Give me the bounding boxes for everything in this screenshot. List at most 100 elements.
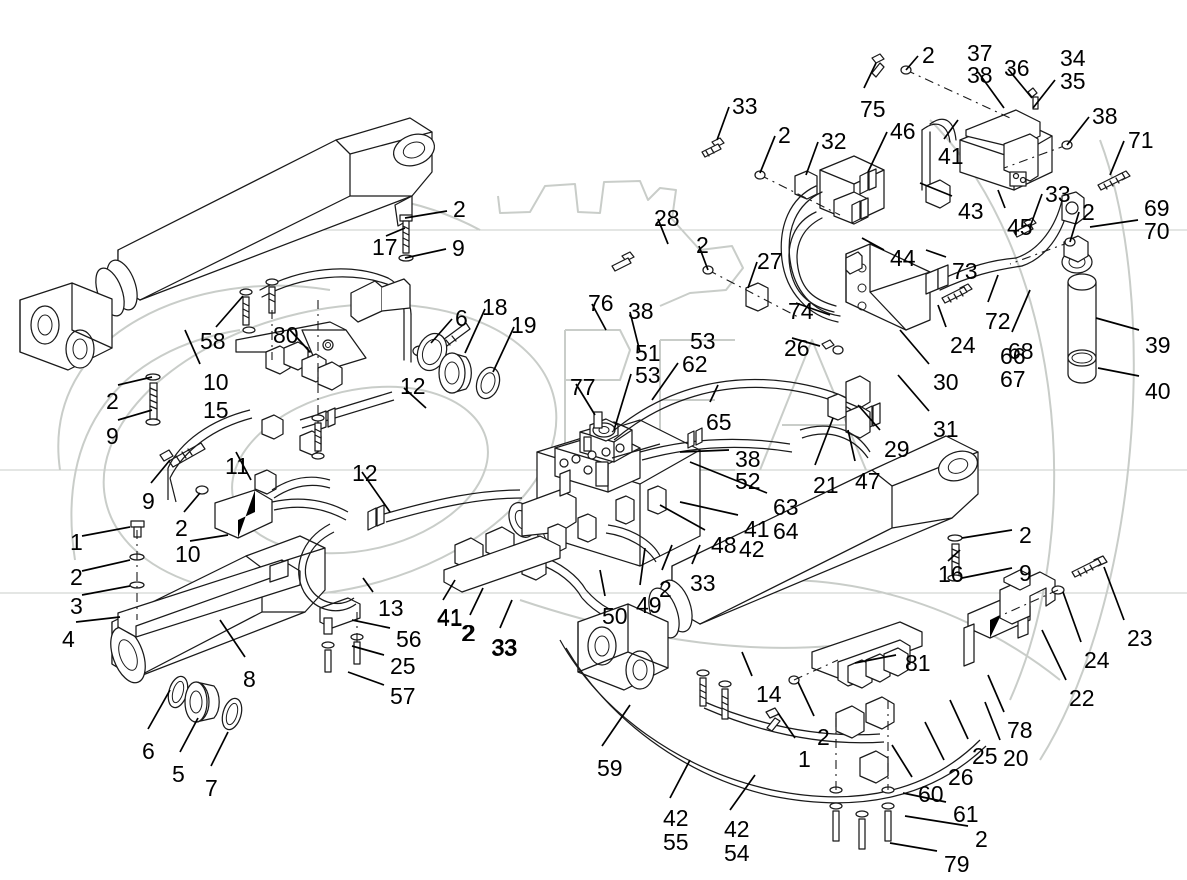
leader-line-2 <box>183 492 201 513</box>
leader-line-24 <box>937 304 947 328</box>
callout-44: 44 <box>890 245 916 271</box>
right-upper-assembly <box>745 109 1097 384</box>
callout-2: 2 <box>659 576 672 602</box>
callout-38: 38 <box>735 446 761 472</box>
leader-line-3 <box>81 585 131 596</box>
callout-68: 68 <box>1008 338 1034 364</box>
callout-23: 23 <box>1127 625 1153 651</box>
callout-72: 72 <box>985 308 1011 334</box>
right-lower-hardware <box>319 534 1108 850</box>
callout-55: 55 <box>663 829 689 855</box>
leader-line-2 <box>797 681 815 717</box>
callout-2: 2 <box>453 196 466 222</box>
callout-9: 9 <box>142 488 155 514</box>
leader-line-32 <box>805 141 819 176</box>
callout-20: 20 <box>1003 745 1029 771</box>
callout-50: 50 <box>602 603 628 629</box>
callout-65: 65 <box>706 409 732 435</box>
callout-66: 66 <box>1000 343 1026 369</box>
leader-line-50 <box>599 569 606 597</box>
leader-line-68 <box>1011 289 1031 333</box>
leader-line-33 <box>716 106 730 141</box>
callout-5: 5 <box>172 761 185 787</box>
callout-42: 42 <box>739 536 765 562</box>
leader-line-2 <box>469 587 484 616</box>
leader-line-79 <box>889 842 938 852</box>
callout-80: 80 <box>273 322 299 348</box>
callout-24: 24 <box>1084 647 1110 673</box>
callout-6: 6 <box>455 305 468 331</box>
callout-41: 41 <box>938 143 964 169</box>
callout-28: 28 <box>654 205 680 231</box>
callout-63: 63 <box>773 494 799 520</box>
right-lower-cylinder <box>577 435 979 691</box>
callout-2: 2 <box>1019 522 1032 548</box>
leader-line-57 <box>347 671 385 686</box>
callout-41: 41 <box>437 605 463 631</box>
callout-46: 46 <box>890 118 916 144</box>
leader-line-58 <box>215 295 244 328</box>
callout-13: 13 <box>378 595 404 621</box>
centre-clamps <box>443 485 667 593</box>
callout-67: 67 <box>1000 366 1026 392</box>
callout-17: 17 <box>372 234 398 260</box>
leader-line-9 <box>150 459 171 484</box>
callout-24: 24 <box>950 332 976 358</box>
leader-line-20 <box>984 701 1001 741</box>
leader-line-70 <box>1089 219 1139 228</box>
callout-48: 48 <box>711 532 737 558</box>
leader-line-24 <box>1062 591 1082 643</box>
leader-line-60 <box>891 744 913 778</box>
callout-47: 47 <box>855 468 881 494</box>
callout-7: 7 <box>205 775 218 801</box>
callout-69: 69 <box>1144 195 1170 221</box>
callout-14: 14 <box>756 681 782 707</box>
leader-line-1 <box>81 526 131 537</box>
callout-1: 1 <box>798 746 811 772</box>
callout-70: 70 <box>1144 218 1170 244</box>
callout-75: 75 <box>860 96 886 122</box>
callout-33: 33 <box>492 634 518 660</box>
callout-32: 32 <box>821 128 847 154</box>
leader-line-2 <box>759 135 776 174</box>
leader-line-53 <box>613 373 632 431</box>
callout-33: 33 <box>732 93 758 119</box>
callout-26: 26 <box>948 764 974 790</box>
callout-58: 58 <box>200 328 226 354</box>
callout-61: 61 <box>953 801 979 827</box>
callout-2: 2 <box>463 620 476 646</box>
callout-10: 10 <box>203 369 229 395</box>
left-lower-fasteners <box>129 373 209 620</box>
callout-59: 59 <box>597 755 623 781</box>
leader-line-56 <box>351 619 391 629</box>
callout-30: 30 <box>933 369 959 395</box>
callout-42: 42 <box>724 816 750 842</box>
leader-line-42 <box>669 759 691 799</box>
callout-33: 33 <box>1045 181 1071 207</box>
callout-27: 27 <box>757 248 783 274</box>
callout-29: 29 <box>884 436 910 462</box>
callout-8: 8 <box>243 666 256 692</box>
callout-51: 51 <box>635 340 661 366</box>
leader-line-7 <box>210 731 229 767</box>
leader-line-45 <box>997 189 1006 209</box>
callout-2: 2 <box>778 122 791 148</box>
left-lower-cylinder <box>110 535 326 731</box>
callout-74: 74 <box>788 298 814 324</box>
callout-1: 1 <box>70 529 83 555</box>
callout-52: 52 <box>735 468 761 494</box>
leader-line-25 <box>949 699 969 740</box>
callout-12: 12 <box>400 373 426 399</box>
callout-64: 64 <box>773 518 799 544</box>
callout-38: 38 <box>967 62 993 88</box>
callout-77: 77 <box>570 374 596 400</box>
callout-2: 2 <box>817 724 830 750</box>
callout-54: 54 <box>724 840 750 866</box>
callout-2: 2 <box>922 42 935 68</box>
callout-9: 9 <box>106 423 119 449</box>
callout-39: 39 <box>1145 332 1171 358</box>
leader-line-22 <box>1041 629 1067 681</box>
callout-78: 78 <box>1007 717 1033 743</box>
